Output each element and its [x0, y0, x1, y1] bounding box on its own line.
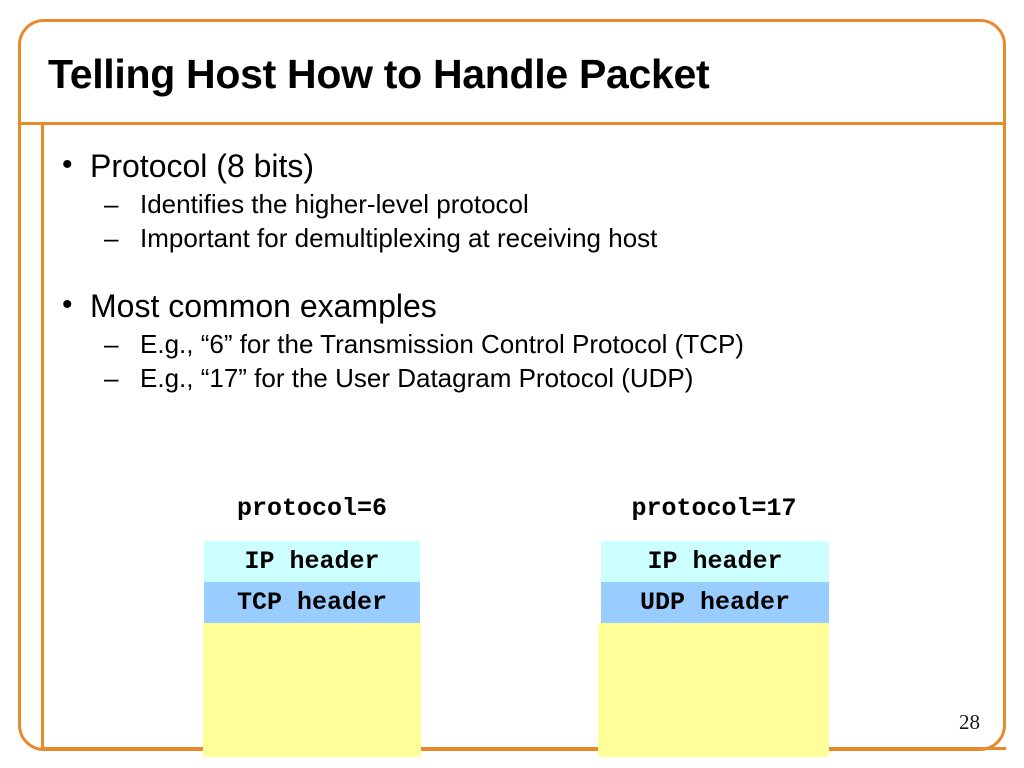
bullet-marker: • [62, 148, 73, 181]
tcp-stack-tcp-header: TCP header [204, 582, 420, 623]
bullet-text: Important for demultiplexing at receivin… [140, 222, 658, 253]
page-title: Telling Host How to Handle Packet [48, 51, 710, 97]
bullet-text: Identifies the higher-level protocol [140, 188, 529, 219]
udp-stack-payload [598, 623, 829, 757]
tcp-stack-label: protocol=6 [236, 494, 388, 523]
bullet-text: E.g., “6” for the Transmission Control P… [140, 328, 744, 359]
bullet-item-demultiplexing: – Important for demultiplexing at receiv… [56, 223, 986, 254]
bullet-item-protocol: • Protocol (8 bits) [56, 148, 986, 186]
tcp-stack-ip-header: IP header [204, 541, 420, 582]
udp-stack-udp-header: UDP header [601, 582, 829, 623]
bullet-text: Protocol (8 bits) [90, 148, 315, 184]
bullet-marker: • [62, 288, 73, 322]
page-number: 28 [959, 710, 980, 734]
bullet-item-identifies: – Identifies the higher-level protocol [56, 189, 986, 220]
udp-stack-ip-header: IP header [601, 541, 829, 582]
dash-marker: – [104, 188, 119, 219]
bullet-list: • Protocol (8 bits) – Identifies the hig… [56, 140, 986, 394]
bullet-text: Most common examples [90, 288, 437, 325]
udp-stack-label: protocol=17 [631, 494, 797, 523]
title-divider [19, 122, 1006, 125]
dash-marker: – [104, 363, 119, 394]
dash-marker: – [104, 328, 119, 359]
bullet-item-examples: • Most common examples [56, 288, 986, 326]
bullet-item-udp-example: – E.g., “17” for the User Datagram Proto… [56, 363, 986, 394]
bullet-group-spacer [56, 254, 986, 280]
dash-marker: – [104, 222, 119, 253]
bullet-text: E.g., “17” for the User Datagram Protoco… [140, 363, 694, 394]
bullet-item-tcp-example: – E.g., “6” for the Transmission Control… [56, 329, 986, 360]
tcp-stack-payload [203, 623, 421, 757]
